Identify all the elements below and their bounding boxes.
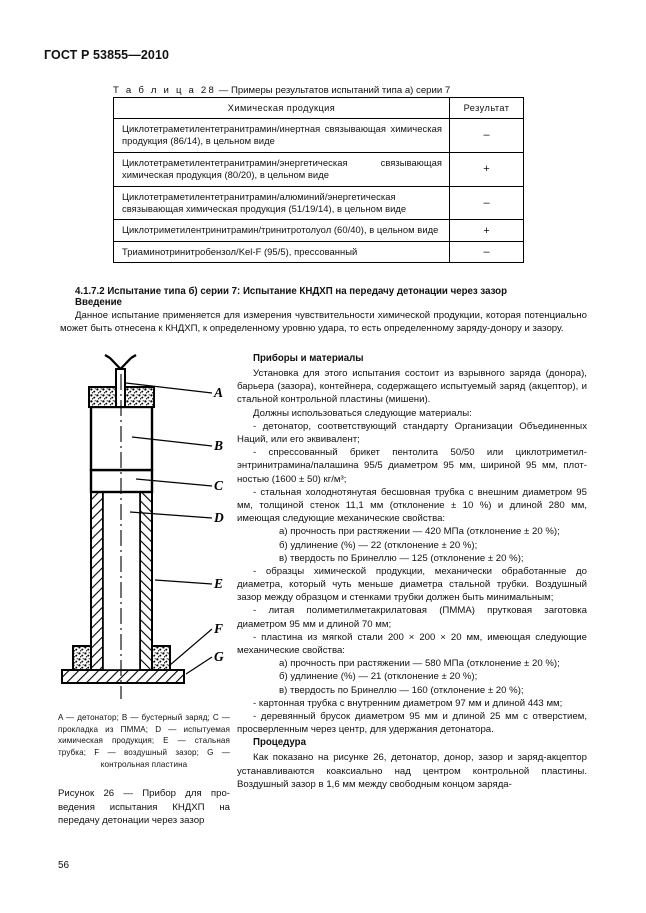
right-text-column: Приборы и материалы Установка для этого …: [237, 352, 587, 791]
page-number: 56: [58, 860, 70, 871]
table-row: Циклотриметилентринитрамин/тринитротолуо…: [113, 219, 524, 242]
paragraph-detonator: - детонатор, соответствующий стандарту О…: [237, 420, 587, 445]
cell-chemical: Циклотетраметилентетранитрамин/алюминий/…: [113, 185, 450, 221]
section-intro-paragraph: Данное испытание применяется для измерен…: [60, 310, 587, 335]
table-body: Циклотетраметилентетранитрамин/инертная …: [113, 118, 524, 264]
list-item-plate-elongation: б) удлинение (%) — 21 (отклонение ± 20 %…: [279, 671, 478, 683]
cell-chemical: Циклотетраметилентетранитрамин/инертная …: [113, 118, 450, 153]
cell-result: –: [449, 240, 524, 264]
figure-part-labels: A B C D E F G: [213, 385, 224, 664]
figure-label-c: C: [214, 478, 224, 493]
table-caption: Т а б л и ц а 28 — Примеры результатов и…: [113, 85, 450, 96]
paragraph-pmma: - литая полиметилметакрилатовая (ПММА) п…: [237, 605, 587, 630]
figure-label-g: G: [214, 649, 224, 664]
table-row: Циклотетраметилентетранитрамин/энергетич…: [113, 151, 524, 187]
column-header-chemical: Химическая продукция: [113, 97, 450, 119]
table-row: Циклотетраметилентетранитрамин/инертная …: [113, 118, 524, 153]
figure-leader-lines: [125, 382, 213, 675]
heading-procedure: Процедура: [253, 737, 306, 749]
results-table-wrapper: Химическая продукция Результат Циклотетр…: [113, 97, 524, 264]
table-caption-text: — Примеры результатов испытаний типа а) …: [216, 85, 451, 96]
paragraph-procedure: Как показано на рисунке 26, детонатор, д…: [237, 752, 587, 790]
figure-legend: A — детонатор; B — бустерный за­ряд; C —…: [58, 713, 230, 769]
paragraph-briquette: - спрессованный брикет пентолита 50/50 и…: [237, 447, 587, 485]
results-table: Химическая продукция Результат Циклотетр…: [113, 97, 524, 264]
paragraph-wooden-block: - деревянный брусок диаметром 95 мм и дл…: [237, 710, 587, 736]
heading-apparatus-materials: Приборы и материалы: [253, 353, 364, 364]
figure-part-g-control-plate: [61, 669, 185, 684]
figure-title: Рисунок 26 — Прибор для про­ведения испы…: [58, 788, 230, 827]
list-item-tube-hardness: в) твердость по Бринеллю — 125 (отклонен…: [279, 552, 524, 564]
table-caption-label: Т а б л и ц а 28: [113, 85, 217, 96]
figure-label-f: F: [213, 621, 223, 636]
cell-result: +: [449, 219, 524, 242]
column-header-result: Результат: [449, 97, 524, 119]
table-row: Циклотетраметилентетранитрамин/алюминий/…: [113, 185, 524, 221]
cell-chemical: Триаминотринитробензол/Kel-F (95/5), пре…: [113, 240, 450, 264]
paragraph-steel-plate: - пластина из мягкой стали 200 × 200 × 2…: [237, 631, 587, 656]
list-item-tube-tensile: а) прочность при растяжении — 420 МПа (о…: [279, 526, 560, 538]
paragraph-carton-tube: - картонная трубка с внутренним диаметро…: [253, 697, 563, 709]
table-header: Химическая продукция Результат: [113, 97, 524, 119]
apparatus-diagram-svg: A B C D E F G: [61, 354, 224, 699]
section-subheading-introduction: Введение: [75, 297, 122, 308]
paragraph-materials-intro: Должны использоваться следующие материал…: [253, 407, 472, 419]
cell-chemical: Циклотриметилентринитрамин/тринитротолуо…: [113, 219, 450, 242]
cell-result: –: [449, 185, 524, 221]
paragraph-samples: - образцы химической продукции, механиче…: [237, 565, 587, 604]
paragraph-setup: Установка для этого испытания состоит из…: [237, 368, 587, 406]
page-header-standard-id: ГОСТ Р 53855—2010: [44, 48, 170, 62]
paragraph-steel-tube: - стальная холоднотянутая бесшовная труб…: [237, 486, 587, 525]
figure-label-b: B: [213, 438, 223, 453]
table-row: Триаминотринитробензол/Kel-F (95/5), пре…: [113, 240, 524, 264]
cell-result: +: [449, 151, 524, 187]
figure-label-e: E: [213, 576, 223, 591]
section-heading: 4.1.7.2 Испытание типа б) серии 7: Испыт…: [75, 286, 508, 297]
list-item-tube-elongation: б) удлинение (%) — 22 (отклонение ± 20 %…: [279, 539, 478, 551]
figure-label-a: A: [213, 385, 223, 400]
list-item-plate-tensile: а) прочность при растяжении — 580 МПа (о…: [279, 658, 560, 670]
cell-result: –: [449, 118, 524, 153]
list-item-plate-hardness: в) твердость по Бринеллю — 160 (отклонен…: [279, 684, 524, 696]
table-header-row: Химическая продукция Результат: [113, 97, 524, 119]
cell-chemical: Циклотетраметилентетранитрамин/энергетич…: [113, 151, 450, 187]
apparatus-figure: A B C D E F G: [60, 352, 228, 707]
figure-label-d: D: [213, 510, 224, 525]
